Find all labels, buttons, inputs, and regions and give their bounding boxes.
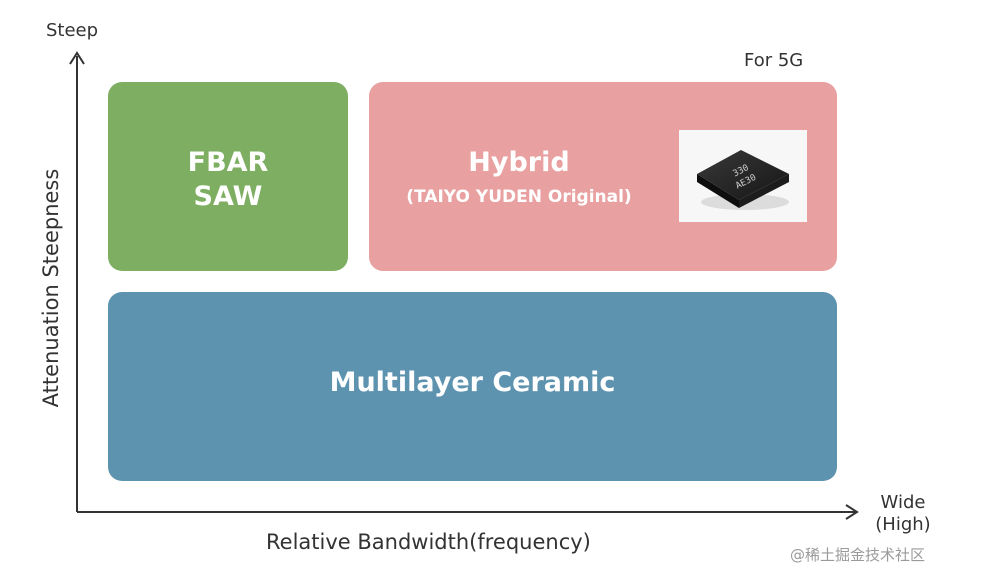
chip-image: 330 AE30 — [697, 150, 789, 210]
fbar-label: FBAR — [187, 147, 269, 178]
hybrid-title: Hybrid — [468, 147, 570, 178]
x-axis-right-label-line2: (High) — [875, 514, 931, 535]
x-axis-title: Relative Bandwidth(frequency) — [266, 530, 591, 554]
x-axis-right-label: Wide (High) — [868, 492, 938, 536]
for-5g-label: For 5G — [744, 50, 804, 71]
y-axis-title: Attenuation Steepness — [39, 168, 63, 408]
hybrid-box: Hybrid (TAIYO YUDEN Original) 330 AE30 — [369, 82, 837, 271]
x-axis-arrow — [845, 504, 859, 520]
fbar-saw-box: FBAR SAW — [108, 82, 348, 271]
fbar-saw-text: FBAR SAW — [108, 146, 348, 214]
y-axis-top-label: Steep — [46, 20, 99, 41]
watermark: @稀土掘金技术社区 — [790, 546, 926, 564]
chip-photo: 330 AE30 — [679, 130, 807, 222]
y-axis-arrow — [69, 51, 85, 65]
multilayer-ceramic-label: Multilayer Ceramic — [329, 367, 616, 398]
multilayer-ceramic-box: Multilayer Ceramic — [108, 292, 837, 481]
x-axis-right-label-line1: Wide — [880, 492, 926, 513]
saw-label: SAW — [193, 181, 263, 212]
hybrid-subtitle: (TAIYO YUDEN Original) — [406, 187, 632, 207]
